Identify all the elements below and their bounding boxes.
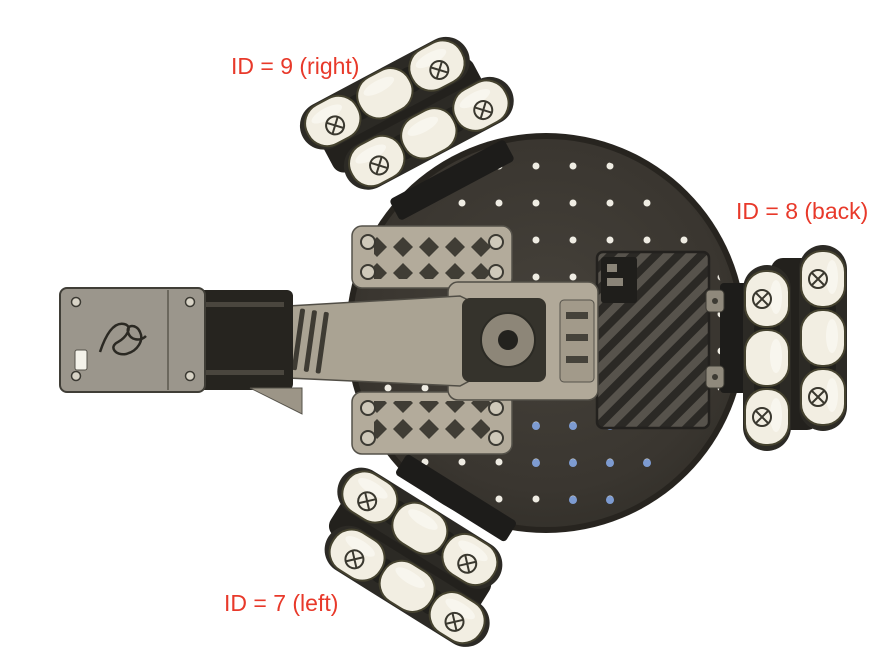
right-wheel-tabs: [705, 289, 725, 389]
label-wheel-left-id7: ID = 7 (left): [224, 590, 339, 616]
label-wheel-right-id9: ID = 9 (right): [231, 53, 360, 79]
mounting-plate-bottom: [351, 391, 513, 455]
label-wheel-back-id8: ID = 8 (back): [736, 198, 869, 224]
omni-wheel-8-back: [743, 245, 847, 451]
blue-holes: [532, 422, 651, 504]
robot-arm: [59, 281, 599, 415]
gripper-block: [197, 290, 293, 390]
mounting-plate-top: [351, 225, 513, 289]
logo-scribble: [98, 322, 147, 356]
end-effector-plate: [59, 287, 206, 393]
heatsink-module: [595, 250, 711, 430]
